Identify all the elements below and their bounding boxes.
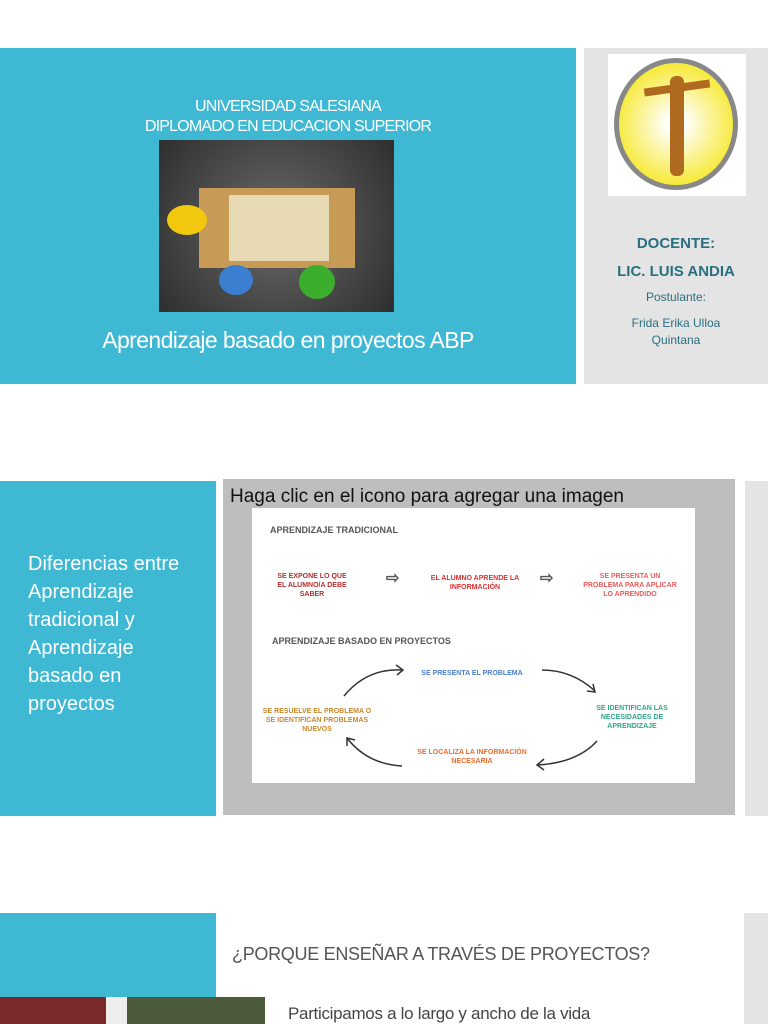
why-projects-side-panel <box>0 913 216 997</box>
abp-step-4: SE RESUELVE EL PROBLEMA O SE IDENTIFICAN… <box>262 708 372 733</box>
trad-step-1: SE EXPONE LO QUE EL ALUMNO/A DEBE SABER <box>277 573 347 598</box>
abp-step-1: SE PRESENTA EL PROBLEMA <box>421 670 523 677</box>
next-slide-edge <box>744 913 768 1024</box>
university-logo <box>608 54 746 196</box>
students-photo <box>0 997 265 1024</box>
why-projects-body: Participamos a lo largo y ancho de la vi… <box>288 1004 591 1023</box>
comparison-diagram: APRENDIZAJE TRADICIONAL SE EXPONE LO QUE… <box>252 508 695 783</box>
why-projects-heading: ¿PORQUE ENSEÑAR A TRAVÉS DE PROYECTOS? <box>232 944 650 964</box>
abp-step-3: SE LOCALIZA LA INFORMACIÓN NECESARIA <box>417 749 527 765</box>
arrow-right-icon: ⇨ <box>540 570 554 587</box>
cycle-arrows <box>343 664 598 771</box>
trad-step-3: SE PRESENTA UN PROBLEMA PARA APLICAR LO … <box>583 573 677 598</box>
postulante-name-2: Quintana <box>651 333 701 347</box>
team-meeting-photo <box>159 140 394 312</box>
presentation-title: Aprendizaje basado en proyectos ABP <box>102 327 474 353</box>
abp-title: APRENDIZAJE BASADO EN PROYECTOS <box>272 636 451 646</box>
differences-title: Diferencias entre Aprendizaje tradiciona… <box>28 553 180 715</box>
traditional-title: APRENDIZAJE TRADICIONAL <box>270 525 399 535</box>
docente-label: DOCENTE: <box>636 235 716 252</box>
university-name: UNIVERSIDAD SALESIANA <box>195 98 382 115</box>
arrow-right-icon: ⇨ <box>386 570 400 587</box>
docente-name: LIC. LUIS ANDIA <box>617 263 735 280</box>
differences-side-panel <box>0 481 216 816</box>
program-name: DIPLOMADO EN EDUCACION SUPERIOR <box>144 118 432 135</box>
postulante-label: Postulante: <box>645 290 707 304</box>
trad-step-2: EL ALUMNO APRENDE LA INFORMACIÓN <box>430 575 520 591</box>
next-slide-edge <box>745 481 768 816</box>
postulante-name-1: Frida Erika Ulloa <box>631 316 721 330</box>
placeholder-text: Haga clic en el icono para agregar una i… <box>230 486 624 507</box>
abp-step-2: SE IDENTIFICAN LAS NECESIDADES DE APREND… <box>596 705 668 730</box>
